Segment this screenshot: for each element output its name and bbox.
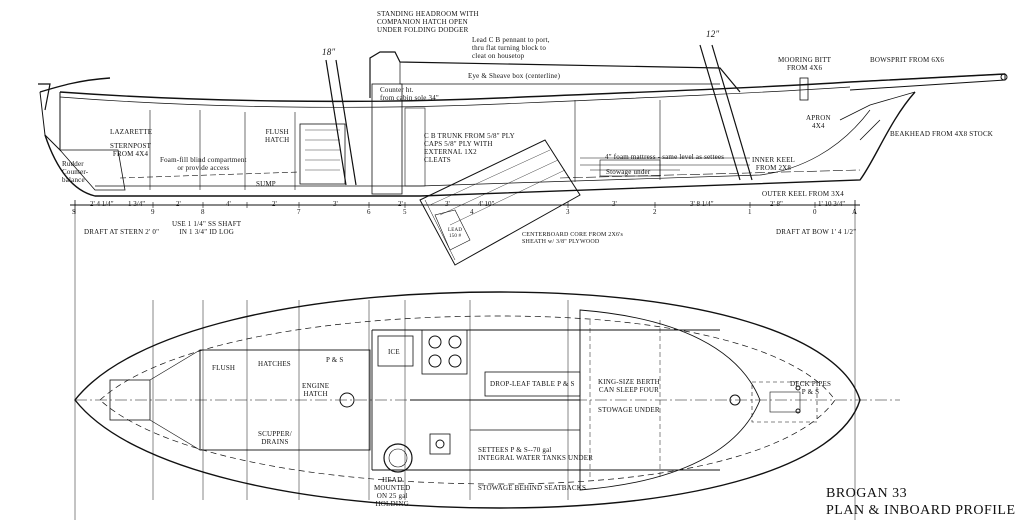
- head-label: HEAD MOUNTED ON 25 gal HOLDING: [374, 476, 411, 508]
- deck-pipes-label: DECK PIPES P & S: [790, 380, 832, 396]
- dim-6: 4' 10": [478, 200, 495, 208]
- mast-aft-size: 18": [322, 47, 336, 57]
- trunk-label: C B TRUNK FROM 5/8" PLY CAPS 5/8" PLY WI…: [424, 132, 515, 164]
- outer-keel-label: OUTER KEEL FROM 3X4: [762, 190, 844, 198]
- mooring-label: MOORING BITT FROM 4X6: [778, 56, 832, 72]
- drawing-subtitle: PLAN & INBOARD PROFILE: [826, 503, 1016, 518]
- settees-label: SETTEES P & S--70 gal INTEGRAL WATER TAN…: [478, 446, 594, 462]
- dim-3: 1' 10 3/4": [818, 200, 846, 208]
- sheer-line: [59, 73, 1006, 103]
- drop-leaf-label: DROP-LEAF TABLE P & S: [490, 380, 575, 388]
- ice-label: ICE: [388, 348, 400, 356]
- flush-label: FLUSH: [212, 364, 236, 372]
- beakhead-label: BEAKHEAD FROM 4X8 STOCK: [890, 130, 994, 138]
- rudder: [59, 149, 126, 191]
- dim-7: 2': [176, 200, 181, 208]
- station-4: 4: [470, 208, 474, 216]
- centerboard-label: CENTERBOARD CORE FROM 2X6's SHEATH w/ 3/…: [522, 232, 623, 245]
- dim-4: 2' 8": [770, 200, 783, 208]
- shaft-label: USE 1 1/4" SS SHAFT IN 1 3/4" ID LOG: [172, 220, 242, 236]
- mast-fwd: [699, 44, 753, 181]
- bowsprit: [849, 73, 1006, 91]
- counter-label: Counter ht. from cabin sole 34": [380, 86, 439, 102]
- station-0: 0: [813, 208, 817, 216]
- apron-label: APRON 4X4: [806, 114, 831, 130]
- drawing-title: BROGAN 33: [826, 486, 908, 501]
- ps-label-1: P & S: [326, 356, 344, 364]
- station-7: 7: [297, 208, 301, 216]
- lazarette-label: LAZARETTE: [110, 128, 153, 136]
- dim-13: 2': [398, 200, 403, 208]
- station-1: 1: [748, 208, 752, 216]
- dim-11: 2': [272, 200, 277, 208]
- headroom-label: STANDING HEADROOM WITH COMPANION HATCH O…: [377, 10, 479, 34]
- dim-9: 4': [226, 200, 231, 208]
- stowage-label: Stowage under: [606, 168, 651, 176]
- scupper-label: SCUPPER/ DRAINS: [258, 430, 292, 446]
- dim-12: 3': [612, 200, 617, 208]
- sternpost-label: STERNPOST FROM 4X4: [110, 142, 152, 158]
- station-6: 6: [367, 208, 371, 216]
- hull-bottom: [44, 91, 916, 197]
- foam-label: Foam-fill blind compartment or provide a…: [160, 156, 247, 172]
- tiller: [39, 77, 111, 93]
- draft-stern-label: DRAFT AT STERN 2' 0": [84, 228, 160, 236]
- mattress-label: 4" foam mattress - same level as settees: [605, 153, 725, 161]
- dim-8: 3': [333, 200, 338, 208]
- station-2: 2: [653, 208, 657, 216]
- bowsprit-label: BOWSPRIT FROM 6X6: [870, 56, 945, 64]
- station-5: 5: [403, 208, 407, 216]
- lead-label: LEAD 150 #: [448, 228, 463, 239]
- station-3: 3: [566, 208, 570, 216]
- engine-label: ENGINE HATCH: [302, 382, 330, 398]
- inner-keel-label: INNER KEEL FROM 2X8: [752, 156, 796, 172]
- cabin-trunk: [369, 51, 741, 98]
- centerboard: [419, 139, 581, 266]
- pennant-label: Lead C B pennant to port, thru flat turn…: [472, 36, 550, 60]
- hatches-label: HATCHES: [258, 360, 291, 368]
- berth-label: KING-SIZE BERTH CAN SLEEP FOUR: [598, 378, 660, 394]
- stowage-under-label: STOWAGE UNDER: [598, 406, 660, 414]
- station-8: 8: [201, 208, 205, 216]
- mast-aft: [325, 59, 357, 186]
- plan-view: [74, 210, 900, 520]
- dim-1: 2' 4 1/4": [90, 200, 114, 208]
- dim-14: 3': [445, 200, 450, 208]
- mast-fwd-size: 12": [706, 29, 720, 39]
- sump-label: SUMP: [256, 180, 276, 188]
- dim-5: 3' 8 1/4": [690, 200, 714, 208]
- dim-a: A: [852, 208, 858, 216]
- station-9: 9: [151, 208, 155, 216]
- dim-2: 1 3/4": [128, 200, 146, 208]
- sheave-label: Eye & Sheave box (centerline): [468, 72, 561, 80]
- rudder-label: Rudder Counter- balance: [62, 160, 89, 184]
- flush-hatch-label: FLUSH HATCH: [265, 128, 290, 144]
- draft-bow-label: DRAFT AT BOW 1' 4 1/2": [776, 228, 857, 236]
- dim-s: S: [72, 208, 76, 216]
- stowage-seatbacks-label: STOWAGE BEHIND SEATBACKS: [478, 484, 587, 492]
